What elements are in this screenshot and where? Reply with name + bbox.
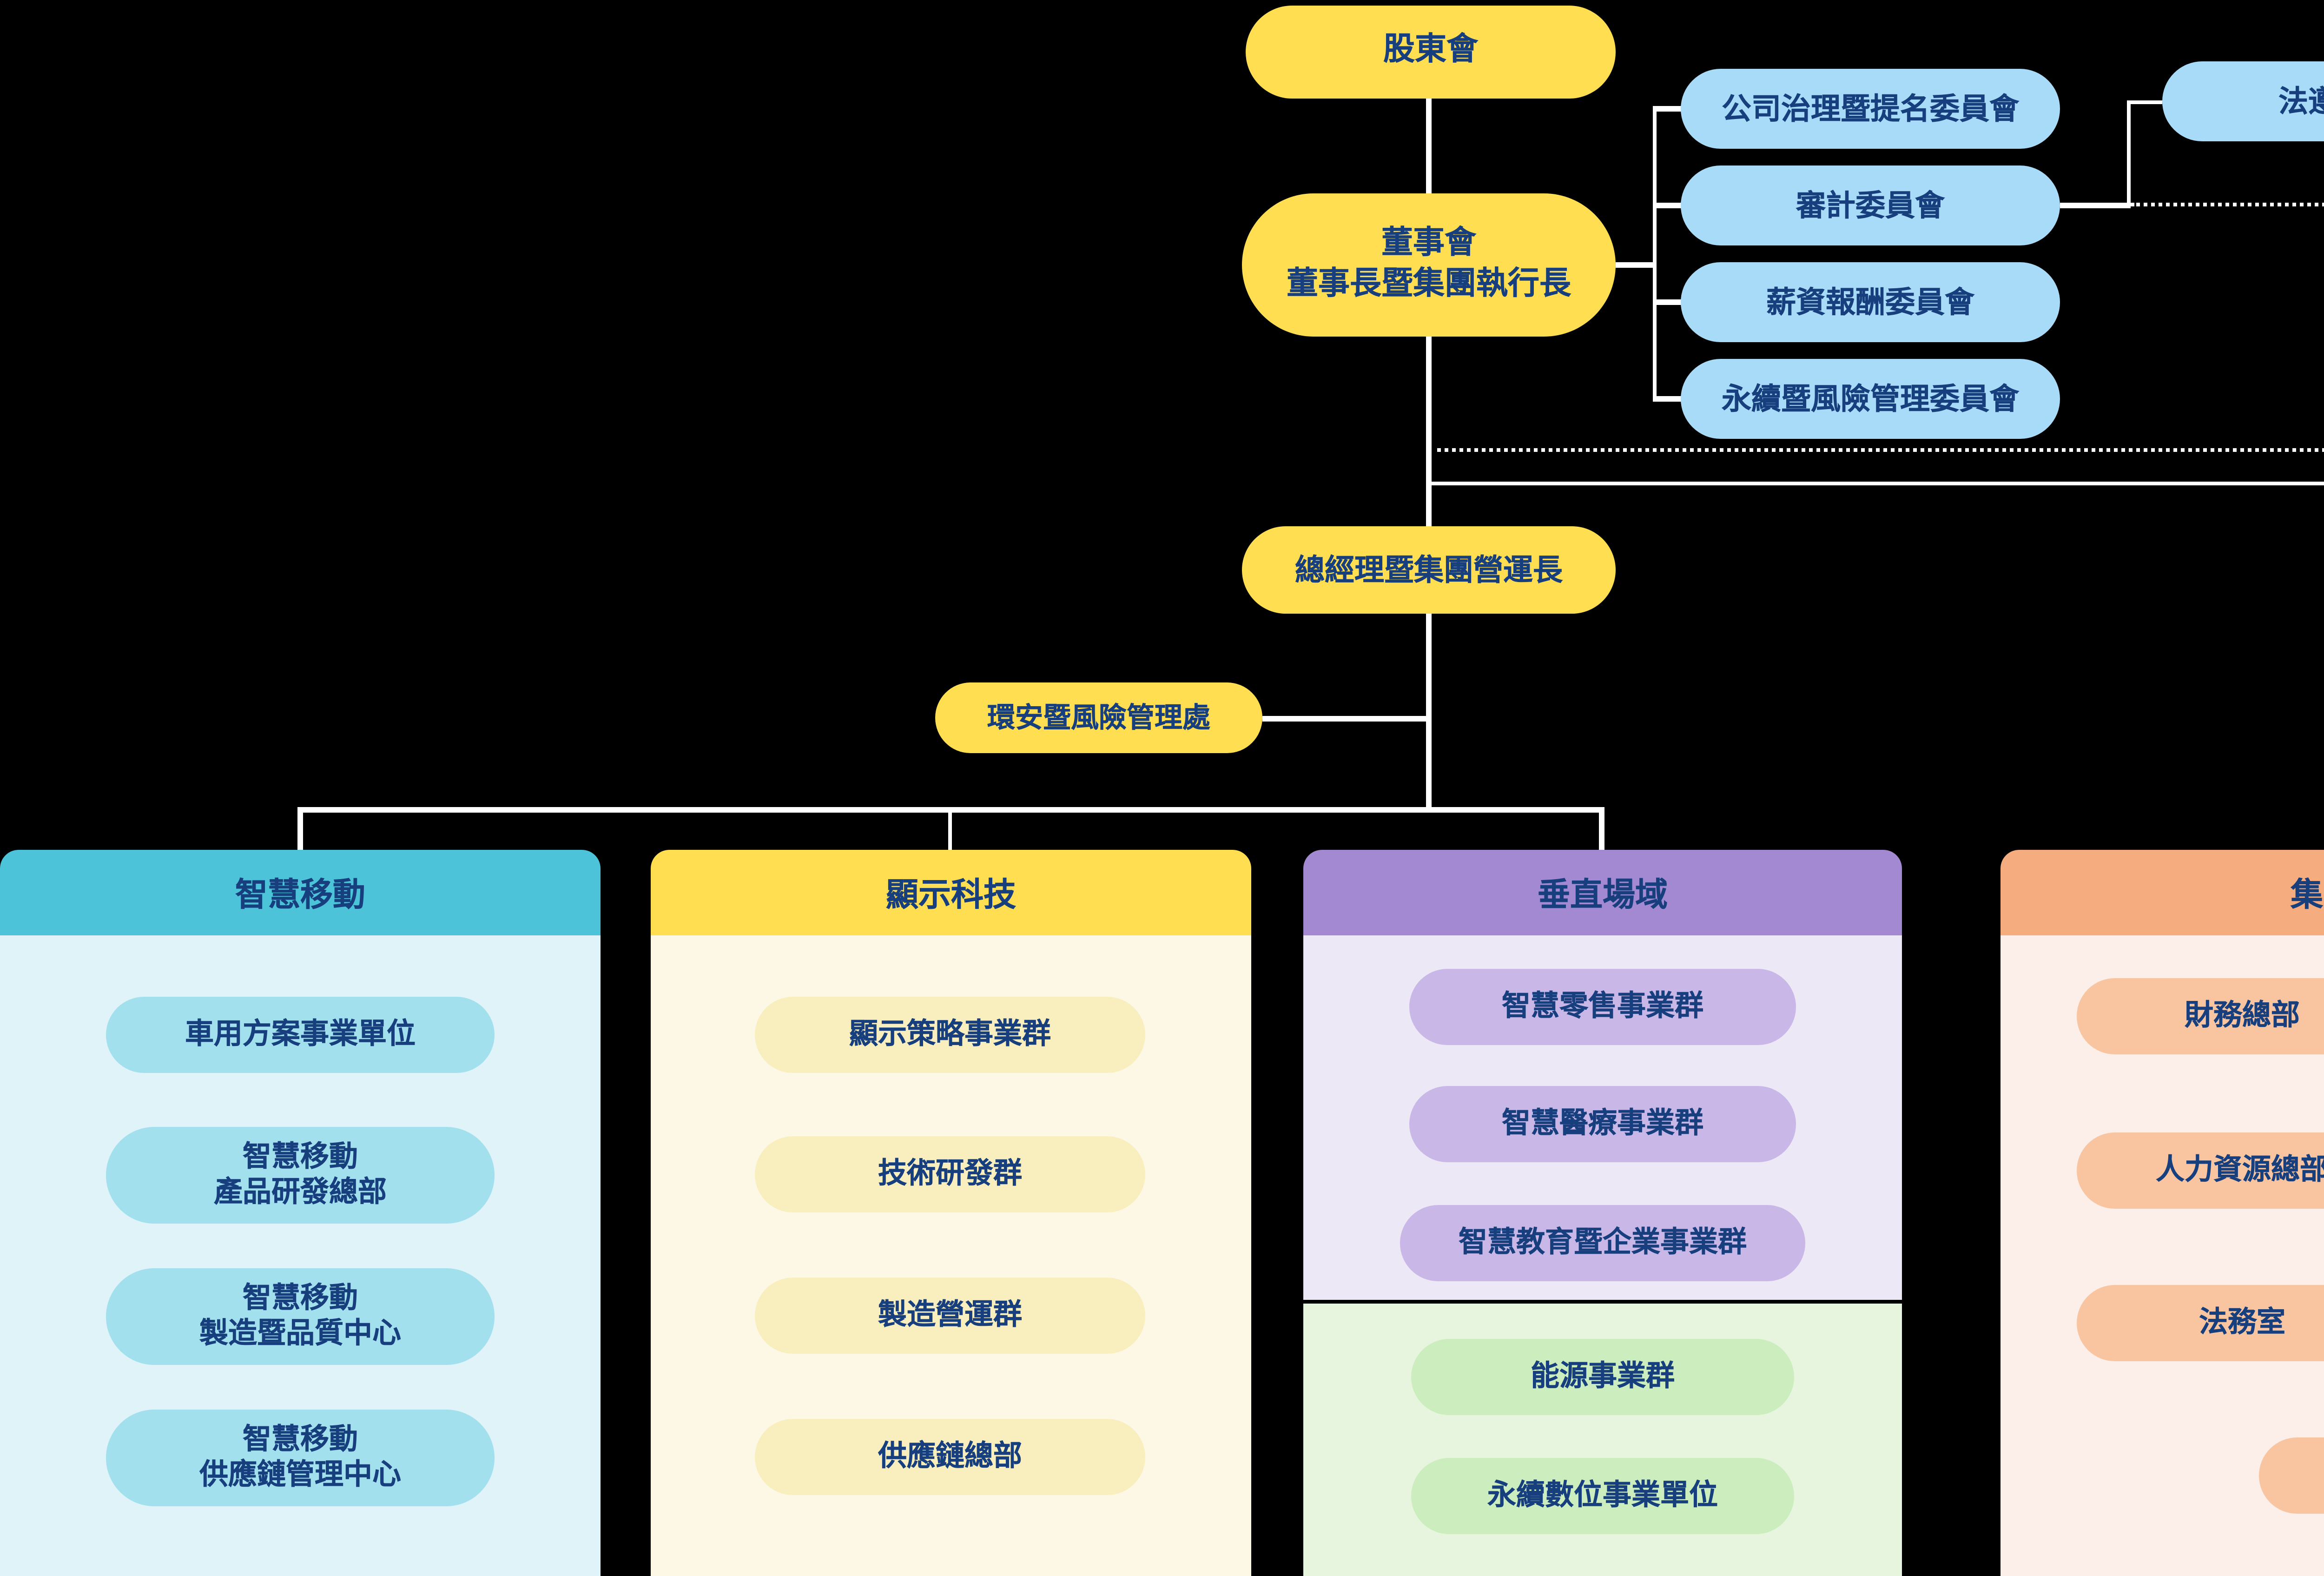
node-chief-compliance-counsel: 法遵總顧問 [2162,61,2324,141]
org-unit-label: 智慧移動 [242,1139,358,1173]
org-unit-pill: 顯示策略事業群 [755,997,1145,1073]
org-unit-label: 智慧零售事業群 [1501,989,1703,1023]
column-title: 顯示科技 [886,877,1016,914]
connector-line [1428,481,2324,486]
column-header-group-support: 集團營運支援單位 [2000,850,2324,935]
org-unit-pill: 供應鏈總部 [755,1419,1145,1495]
column-header-vertical-domains: 垂直場域 [1303,850,1902,935]
org-unit-label: 法務室 [2199,1305,2285,1339]
node-label: 公司治理暨提名委員會 [1721,90,2019,126]
connector-line [1426,99,1431,193]
column-header-smart-mobility: 智慧移動 [0,850,601,935]
org-unit-pill: 法務室 [2077,1285,2324,1361]
column-title: 智慧移動 [235,877,365,914]
column-header-display-tech: 顯示科技 [651,850,1251,935]
org-unit-pill: 智慧移動 供應鏈管理中心 [106,1410,495,1506]
org-unit-label: 能源事業群 [1530,1359,1675,1393]
node-board: 董事會 董事長暨集團執行長 [1242,193,1616,337]
org-unit-label: 製造營運群 [878,1298,1022,1331]
node-label: 董事會 [1381,225,1476,263]
connector-line [2126,99,2131,207]
org-unit-label: 技術研發群 [878,1156,1022,1190]
org-unit-label: 智慧醫療事業群 [1501,1106,1703,1140]
org-unit-label: 顯示策略事業群 [849,1017,1051,1051]
connector-line [1426,614,1431,812]
org-unit-pill: 智慧移動 產品研發總部 [106,1127,495,1224]
org-unit-pill: 稽核管理處 [2259,1437,2324,1514]
node-committee-compensation: 薪資報酬委員會 [1681,262,2060,342]
connector-line [1599,807,1604,851]
org-unit-label: 智慧移動 [242,1280,358,1314]
connector-line [1616,263,1655,267]
org-unit-label: 製造暨品質中心 [199,1317,401,1350]
org-unit-label: 永續數位事業單位 [1487,1478,1718,1512]
org-unit-pill: 智慧醫療事業群 [1409,1086,1796,1162]
node-label: 董事長暨集團執行長 [1287,265,1571,302]
node-label: 審計委員會 [1796,187,1945,222]
connector-line [1653,106,1683,111]
column-title: 垂直場域 [1538,877,1668,914]
node-shareholders: 股東會 [1246,6,1616,99]
node-president-coo: 總經理暨集團營運長 [1242,526,1616,614]
org-unit-pill: 智慧零售事業群 [1409,969,1796,1045]
node-committee-governance-nomination: 公司治理暨提名委員會 [1681,69,2060,149]
node-label: 股東會 [1383,32,1478,70]
org-unit-label: 產品研發總部 [213,1175,387,1209]
node-label: 薪資報酬委員會 [1766,284,1974,319]
connector-line [1426,337,1431,528]
connector-line [1653,397,1683,401]
org-unit-label: 供應鏈總部 [878,1439,1022,1473]
connector-line [1653,300,1683,305]
org-unit-label: 供應鏈管理中心 [199,1458,401,1491]
org-unit-pill: 車用方案事業單位 [106,997,495,1073]
connector-line [1653,203,1683,208]
node-label: 永續暨風險管理委員會 [1721,380,2019,416]
org-unit-label: 財務總部 [2184,998,2300,1032]
org-unit-label: 車用方案事業單位 [185,1017,416,1051]
connector-line [1652,106,1657,401]
org-unit-pill: 人力資源總部 [2077,1132,2324,1209]
org-unit-pill: 技術研發群 [755,1136,1145,1212]
connector-line [2127,99,2162,104]
connector-line [2060,203,2131,208]
dotted-line [1428,449,2324,452]
org-unit-pill: 財務總部 [2077,978,2324,1054]
org-unit-pill: 智慧教育暨企業事業群 [1400,1205,1805,1281]
node-label: 環安暨風險管理處 [987,700,1210,734]
connector-line [1262,716,1428,721]
org-unit-label: 智慧移動 [242,1422,358,1456]
column-title: 集團營運支援單位 [2291,877,2324,914]
node-label: 總經理暨集團營運長 [1294,551,1563,587]
org-unit-pill: 能源事業群 [1411,1339,1794,1415]
connector-line [298,807,303,851]
node-committee-sustainability-risk: 永續暨風險管理委員會 [1681,359,2060,439]
connector-line [948,807,952,851]
node-label: 法遵總顧問 [2278,83,2324,118]
org-unit-pill: 永續數位事業單位 [1411,1458,1794,1534]
org-unit-pill: 智慧移動 製造暨品質中心 [106,1268,495,1365]
org-unit-pill: 製造營運群 [755,1278,1145,1354]
org-unit-label: 人力資源總部 [2155,1152,2324,1186]
node-esh-risk-office: 環安暨風險管理處 [935,682,1262,753]
dotted-line [2131,203,2324,207]
node-committee-audit: 審計委員會 [1681,166,2060,245]
org-unit-label: 智慧教育暨企業事業群 [1458,1225,1747,1259]
